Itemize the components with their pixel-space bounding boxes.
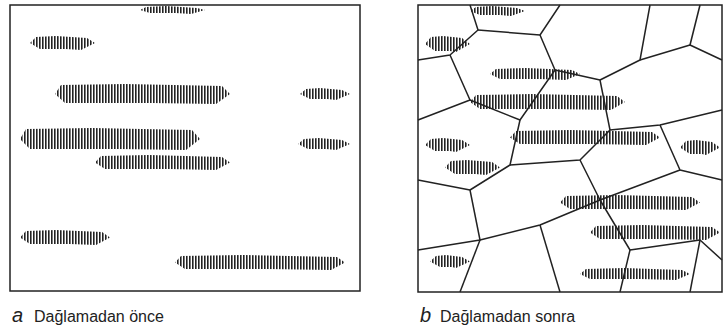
grain-boundary bbox=[418, 5, 478, 60]
inclusion-stringer bbox=[175, 255, 345, 270]
grain-boundary bbox=[540, 225, 560, 292]
inclusion-stringer bbox=[470, 94, 625, 110]
inclusion-stringer bbox=[510, 130, 660, 145]
grain-boundary bbox=[418, 190, 480, 250]
inclusion-stringer bbox=[95, 155, 230, 170]
inclusion-stringer bbox=[20, 230, 110, 245]
grain-boundary bbox=[478, 5, 560, 35]
grain-boundary bbox=[600, 200, 722, 260]
grain-boundary bbox=[510, 130, 610, 165]
panel-letter: b bbox=[420, 305, 431, 325]
inclusion-stringer bbox=[20, 128, 200, 150]
inclusion-stringer bbox=[580, 268, 690, 280]
grain-boundary bbox=[690, 240, 700, 292]
inclusion-stringer bbox=[30, 36, 95, 50]
grain-boundary bbox=[620, 250, 630, 292]
inclusion-stringer bbox=[425, 138, 470, 152]
inclusion-stringer bbox=[298, 138, 350, 150]
inclusion-stringer bbox=[55, 84, 230, 104]
grain-boundaries bbox=[418, 5, 722, 292]
panel-frame bbox=[10, 5, 360, 291]
panel-caption: Dağlamadan önce bbox=[34, 307, 164, 327]
grain-boundary bbox=[540, 5, 650, 80]
inclusion-stringer bbox=[490, 68, 580, 80]
inclusion-stringer bbox=[590, 225, 720, 240]
grain-boundary bbox=[690, 5, 700, 45]
inclusion-stringer bbox=[300, 88, 350, 100]
inclusion-stringer bbox=[430, 255, 470, 268]
inclusion-stringer bbox=[445, 160, 500, 175]
panel-letter: a bbox=[12, 305, 23, 325]
grain-boundary bbox=[480, 200, 600, 240]
inclusion-stringers bbox=[20, 6, 720, 280]
panel-caption: Dağlamadan sonra bbox=[440, 307, 575, 327]
grain-boundary bbox=[470, 70, 555, 120]
grain-boundary bbox=[660, 125, 722, 180]
grain-boundary bbox=[580, 160, 680, 200]
grain-boundary bbox=[460, 240, 480, 292]
grain-boundary bbox=[418, 120, 520, 190]
panel-frame bbox=[418, 5, 722, 292]
grain-boundary bbox=[600, 80, 722, 130]
inclusion-stringer bbox=[470, 6, 525, 16]
inclusion-stringer bbox=[140, 6, 205, 14]
grain-boundary bbox=[418, 55, 470, 120]
inclusion-stringer bbox=[680, 140, 720, 155]
grain-boundary bbox=[640, 45, 722, 60]
